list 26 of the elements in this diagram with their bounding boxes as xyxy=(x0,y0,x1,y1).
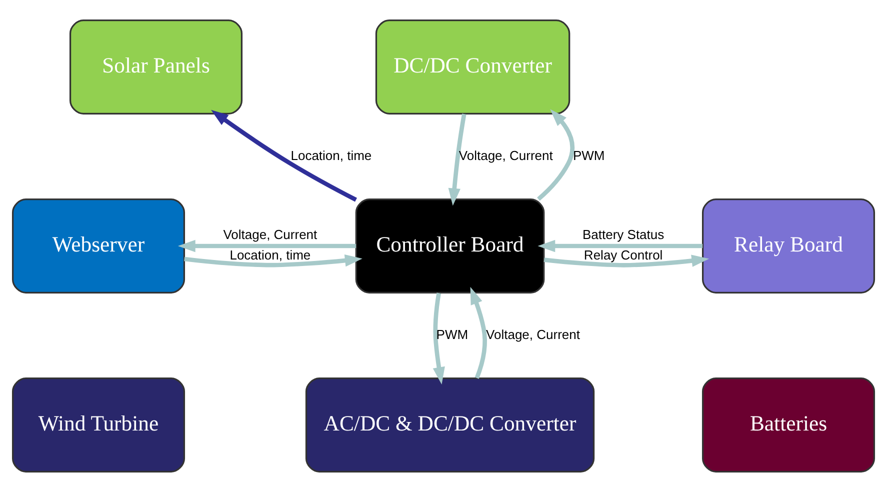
edge-label: Relay Control xyxy=(584,247,663,262)
edge-label: Location, time xyxy=(230,247,311,262)
edge-label: Battery Status xyxy=(582,226,664,242)
arrow xyxy=(432,292,445,384)
node-box: AC/DC & DC/DC Converter xyxy=(305,377,595,472)
arrow xyxy=(470,286,487,378)
edge-label: PWM xyxy=(436,326,468,342)
arrow xyxy=(544,254,710,267)
node-box: Solar Panels xyxy=(69,19,243,114)
edge-label: Voltage, Current xyxy=(486,326,580,342)
arrow xyxy=(178,239,356,252)
arrow xyxy=(184,254,362,267)
node-box: Relay Board xyxy=(702,198,876,293)
node-box: DC/DC Converter xyxy=(375,19,570,114)
edge-label: PWM xyxy=(572,147,605,162)
arrow xyxy=(537,108,575,200)
arrow xyxy=(538,239,703,252)
arrow xyxy=(211,109,357,202)
edge-label: Location, time xyxy=(290,147,372,162)
node-box: Wind Turbine xyxy=(12,377,186,472)
node-box: Batteries xyxy=(702,377,876,472)
node-box: Webserver xyxy=(12,198,186,293)
arrow xyxy=(448,113,466,206)
node-box: Controller Board xyxy=(355,198,545,293)
edge-label: Voltage, Current xyxy=(223,226,318,242)
edge-label: Voltage, Current xyxy=(458,147,553,162)
